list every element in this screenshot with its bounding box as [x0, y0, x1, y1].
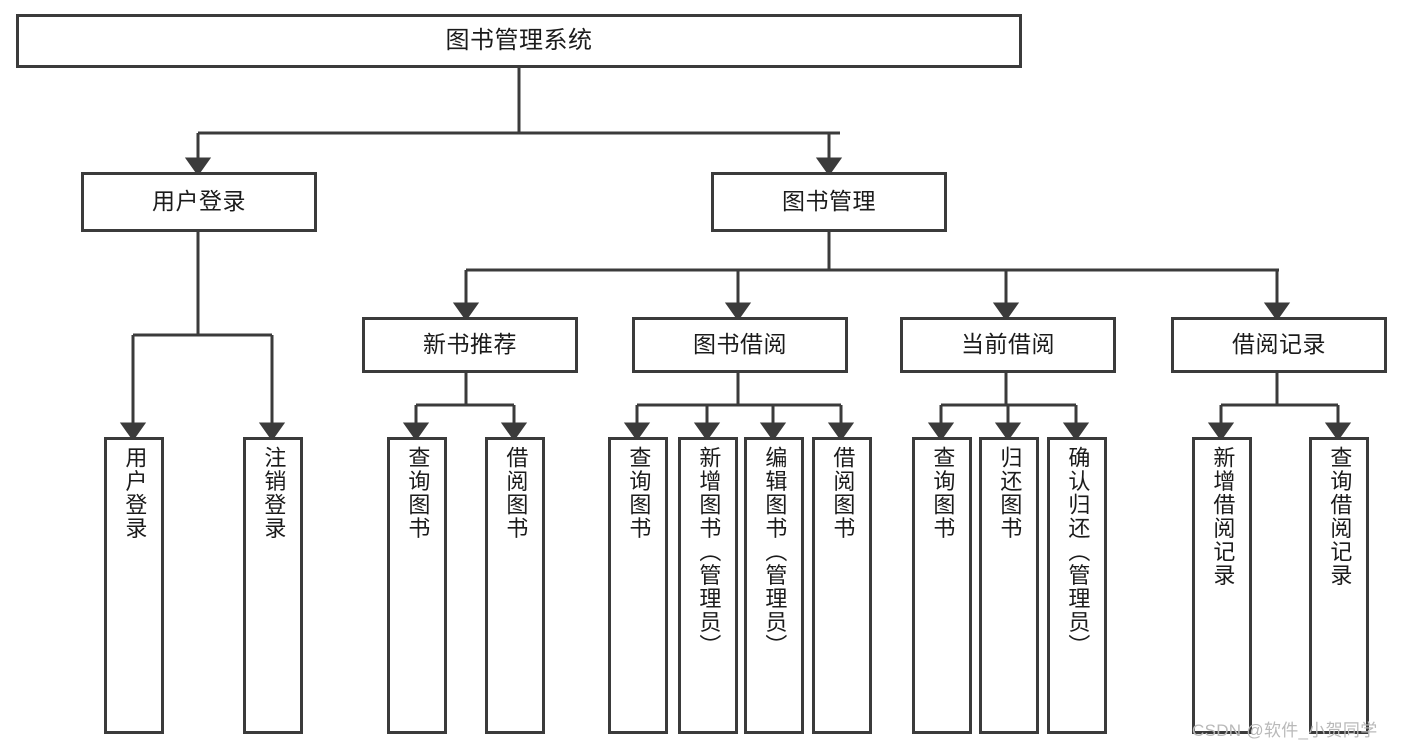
- node-label: 图书借阅: [693, 331, 787, 358]
- node-borrow-record[interactable]: 借阅记录: [1171, 317, 1387, 373]
- node-label: 新增图书（管理员）: [696, 446, 722, 658]
- node-label: 注销登录: [261, 446, 287, 540]
- node-label: 借阅记录: [1232, 331, 1326, 358]
- node-label: 查询图书: [405, 446, 431, 540]
- node-label: 用户登录: [122, 446, 148, 540]
- node-label: 编辑图书（管理员）: [762, 446, 788, 658]
- node-book-borrow[interactable]: 图书借阅: [632, 317, 848, 373]
- node-leaf-confirm-return[interactable]: 确认归还（管理员）: [1047, 437, 1107, 734]
- node-label: 新书推荐: [423, 331, 517, 358]
- node-leaf-query-book-current[interactable]: 查询图书: [912, 437, 972, 734]
- node-leaf-borrow-book-recommend[interactable]: 借阅图书: [485, 437, 545, 734]
- node-leaf-add-borrow-record[interactable]: 新增借阅记录: [1192, 437, 1252, 734]
- node-label: 确认归还（管理员）: [1065, 446, 1091, 658]
- node-label: 查询图书: [626, 446, 652, 540]
- node-leaf-query-borrow-record[interactable]: 查询借阅记录: [1309, 437, 1369, 734]
- node-leaf-query-book-recommend[interactable]: 查询图书: [387, 437, 447, 734]
- node-label: 查询图书: [930, 446, 956, 540]
- node-label: 当前借阅: [961, 331, 1055, 358]
- node-book-management-system[interactable]: 图书管理系统: [16, 14, 1022, 68]
- node-leaf-return-book[interactable]: 归还图书: [979, 437, 1039, 734]
- node-leaf-edit-book[interactable]: 编辑图书（管理员）: [744, 437, 804, 734]
- node-leaf-add-book[interactable]: 新增图书（管理员）: [678, 437, 738, 734]
- node-user-login[interactable]: 用户登录: [81, 172, 317, 232]
- node-book-management[interactable]: 图书管理: [711, 172, 947, 232]
- node-leaf-user-login[interactable]: 用户登录: [104, 437, 164, 734]
- node-label: 查询借阅记录: [1327, 446, 1353, 587]
- node-leaf-borrow-book[interactable]: 借阅图书: [812, 437, 872, 734]
- node-current-borrow[interactable]: 当前借阅: [900, 317, 1116, 373]
- node-label: 图书管理: [782, 188, 876, 215]
- node-label: 用户登录: [152, 188, 246, 215]
- node-label: 新增借阅记录: [1210, 446, 1236, 587]
- node-label: 归还图书: [997, 446, 1023, 540]
- node-leaf-query-book-borrow[interactable]: 查询图书: [608, 437, 668, 734]
- node-label: 借阅图书: [830, 446, 856, 540]
- node-new-book-recommend[interactable]: 新书推荐: [362, 317, 578, 373]
- node-label: 借阅图书: [503, 446, 529, 540]
- node-label: 图书管理系统: [445, 26, 593, 54]
- node-leaf-user-logout[interactable]: 注销登录: [243, 437, 303, 734]
